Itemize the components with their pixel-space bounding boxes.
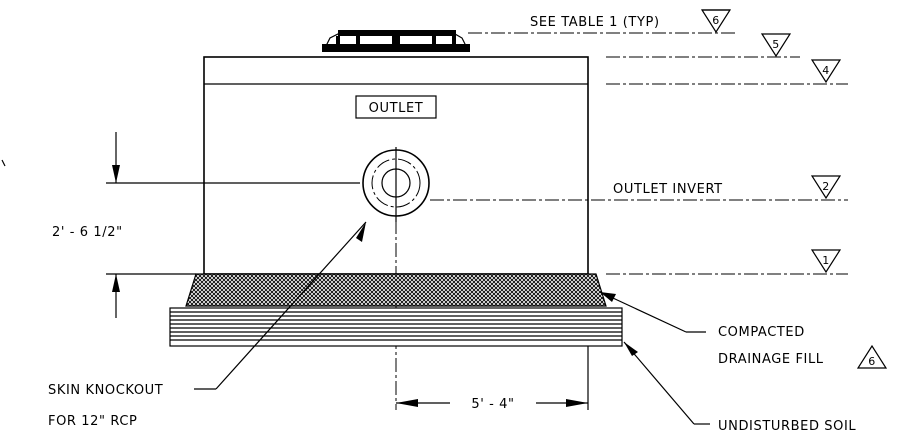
compacted-text-1: COMPACTED (718, 325, 805, 340)
width-dimension-text: 5' - 4" (471, 397, 514, 412)
undisturbed-soil-callout: UNDISTURBED SOIL (623, 341, 856, 434)
svg-text:6: 6 (712, 14, 720, 27)
skin-knockout-callout: SKIN KNOCKOUT FOR 12" RCP (48, 221, 367, 429)
pipe-knockout (362, 147, 430, 222)
compacted-fill-callout: COMPACTED DRAINAGE FILL 6 (599, 291, 888, 369)
marker-2: 2 (810, 175, 842, 200)
svg-text:1: 1 (822, 254, 830, 267)
height-dimension: 2' - 6 1/2" (52, 132, 360, 318)
skin-knockout-text-2: FOR 12" RCP (48, 414, 137, 429)
compacted-text-2: DRAINAGE FILL (718, 352, 824, 367)
marker-4: 4 (810, 59, 842, 84)
marker-1: 1 (810, 249, 842, 274)
see-table-label: SEE TABLE 1 (TYP) (530, 15, 660, 30)
skin-knockout-text-1: SKIN KNOCKOUT (48, 383, 163, 398)
undisturbed-soil-layer (169, 307, 623, 347)
compacted-drainage-fill (185, 273, 607, 307)
svg-text:4: 4 (822, 64, 830, 77)
svg-text:6: 6 (868, 355, 876, 368)
outlet-invert-label: OUTLET INVERT (613, 182, 723, 197)
width-dimension: 5' - 4" (396, 346, 589, 412)
svg-text:2: 2 (822, 180, 830, 193)
outlet-label-box: OUTLET (355, 95, 437, 119)
undisturbed-soil-text: UNDISTURBED SOIL (718, 419, 856, 434)
frame-and-grate (322, 30, 470, 52)
marker-6: 6 (700, 9, 732, 34)
elevation-lines (430, 32, 848, 275)
marker-5: 5 (760, 33, 792, 58)
outlet-label: OUTLET (369, 101, 424, 116)
svg-text:5: 5 (772, 38, 780, 51)
height-dimension-text: 2' - 6 1/2" (52, 225, 123, 240)
